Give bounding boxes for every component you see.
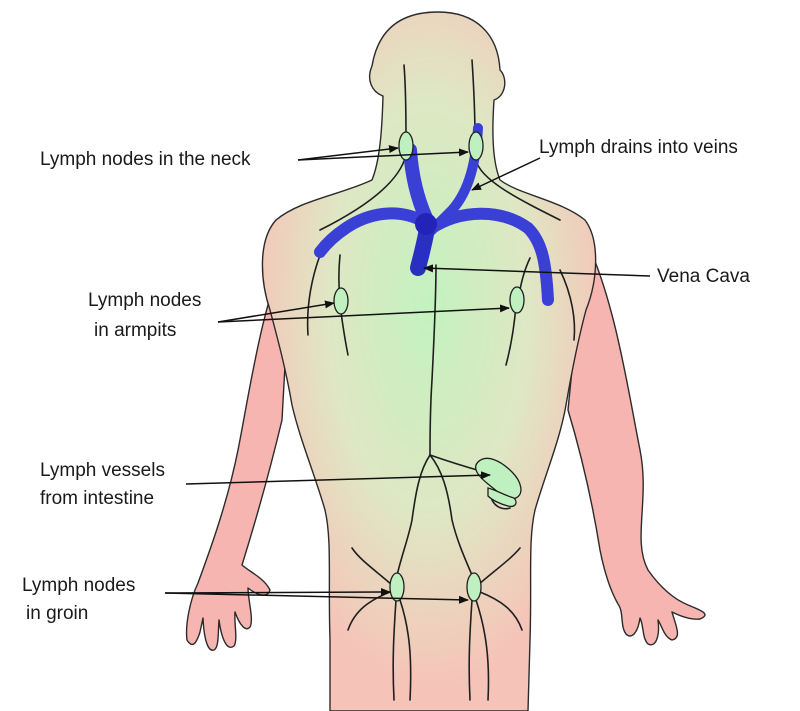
arrow-groin-left [164, 588, 391, 597]
torso-and-head [261, 11, 597, 711]
armpit-node-right [509, 286, 525, 314]
arrow-vena-cava [423, 264, 651, 277]
right-subclavian-vein [426, 207, 554, 306]
arrow-armpit-left [217, 300, 335, 323]
groin-node-right [466, 572, 482, 602]
label-intestine-vessels-line1: Lymph vessels [40, 460, 165, 481]
groin-node-left [389, 572, 405, 602]
label-groin-nodes-line2: in groin [26, 603, 88, 624]
label-armpit-nodes-line1: Lymph nodes [88, 290, 201, 311]
lymph-nodes [333, 131, 525, 602]
arrow-neck-left [297, 145, 399, 161]
neck-node-right [468, 131, 484, 161]
arrow-armpit-right [217, 304, 510, 323]
body-silhouette [185, 11, 706, 711]
label-armpit-nodes-line2: in armpits [94, 320, 176, 341]
intestine-vessel-cluster [474, 457, 522, 510]
leader-arrows [164, 145, 651, 604]
neck-node-left [398, 131, 414, 161]
arrow-groin-right [164, 592, 469, 604]
labels: Lymph nodes in the neck Lymph drains int… [22, 137, 750, 624]
label-vena-cava: Vena Cava [657, 266, 750, 287]
arrow-intestine [185, 471, 491, 485]
arrow-neck-right [297, 148, 469, 161]
label-neck-nodes: Lymph nodes in the neck [40, 149, 251, 170]
label-intestine-vessels-line2: from intestine [40, 488, 154, 509]
label-groin-nodes-line1: Lymph nodes [22, 575, 135, 596]
arrow-drains-into-veins [471, 157, 541, 191]
armpit-node-left [333, 287, 349, 315]
left-arm [185, 237, 293, 651]
left-subclavian-vein [314, 207, 430, 258]
right-arm [567, 237, 706, 646]
label-drains-into-veins: Lymph drains into veins [539, 137, 738, 158]
